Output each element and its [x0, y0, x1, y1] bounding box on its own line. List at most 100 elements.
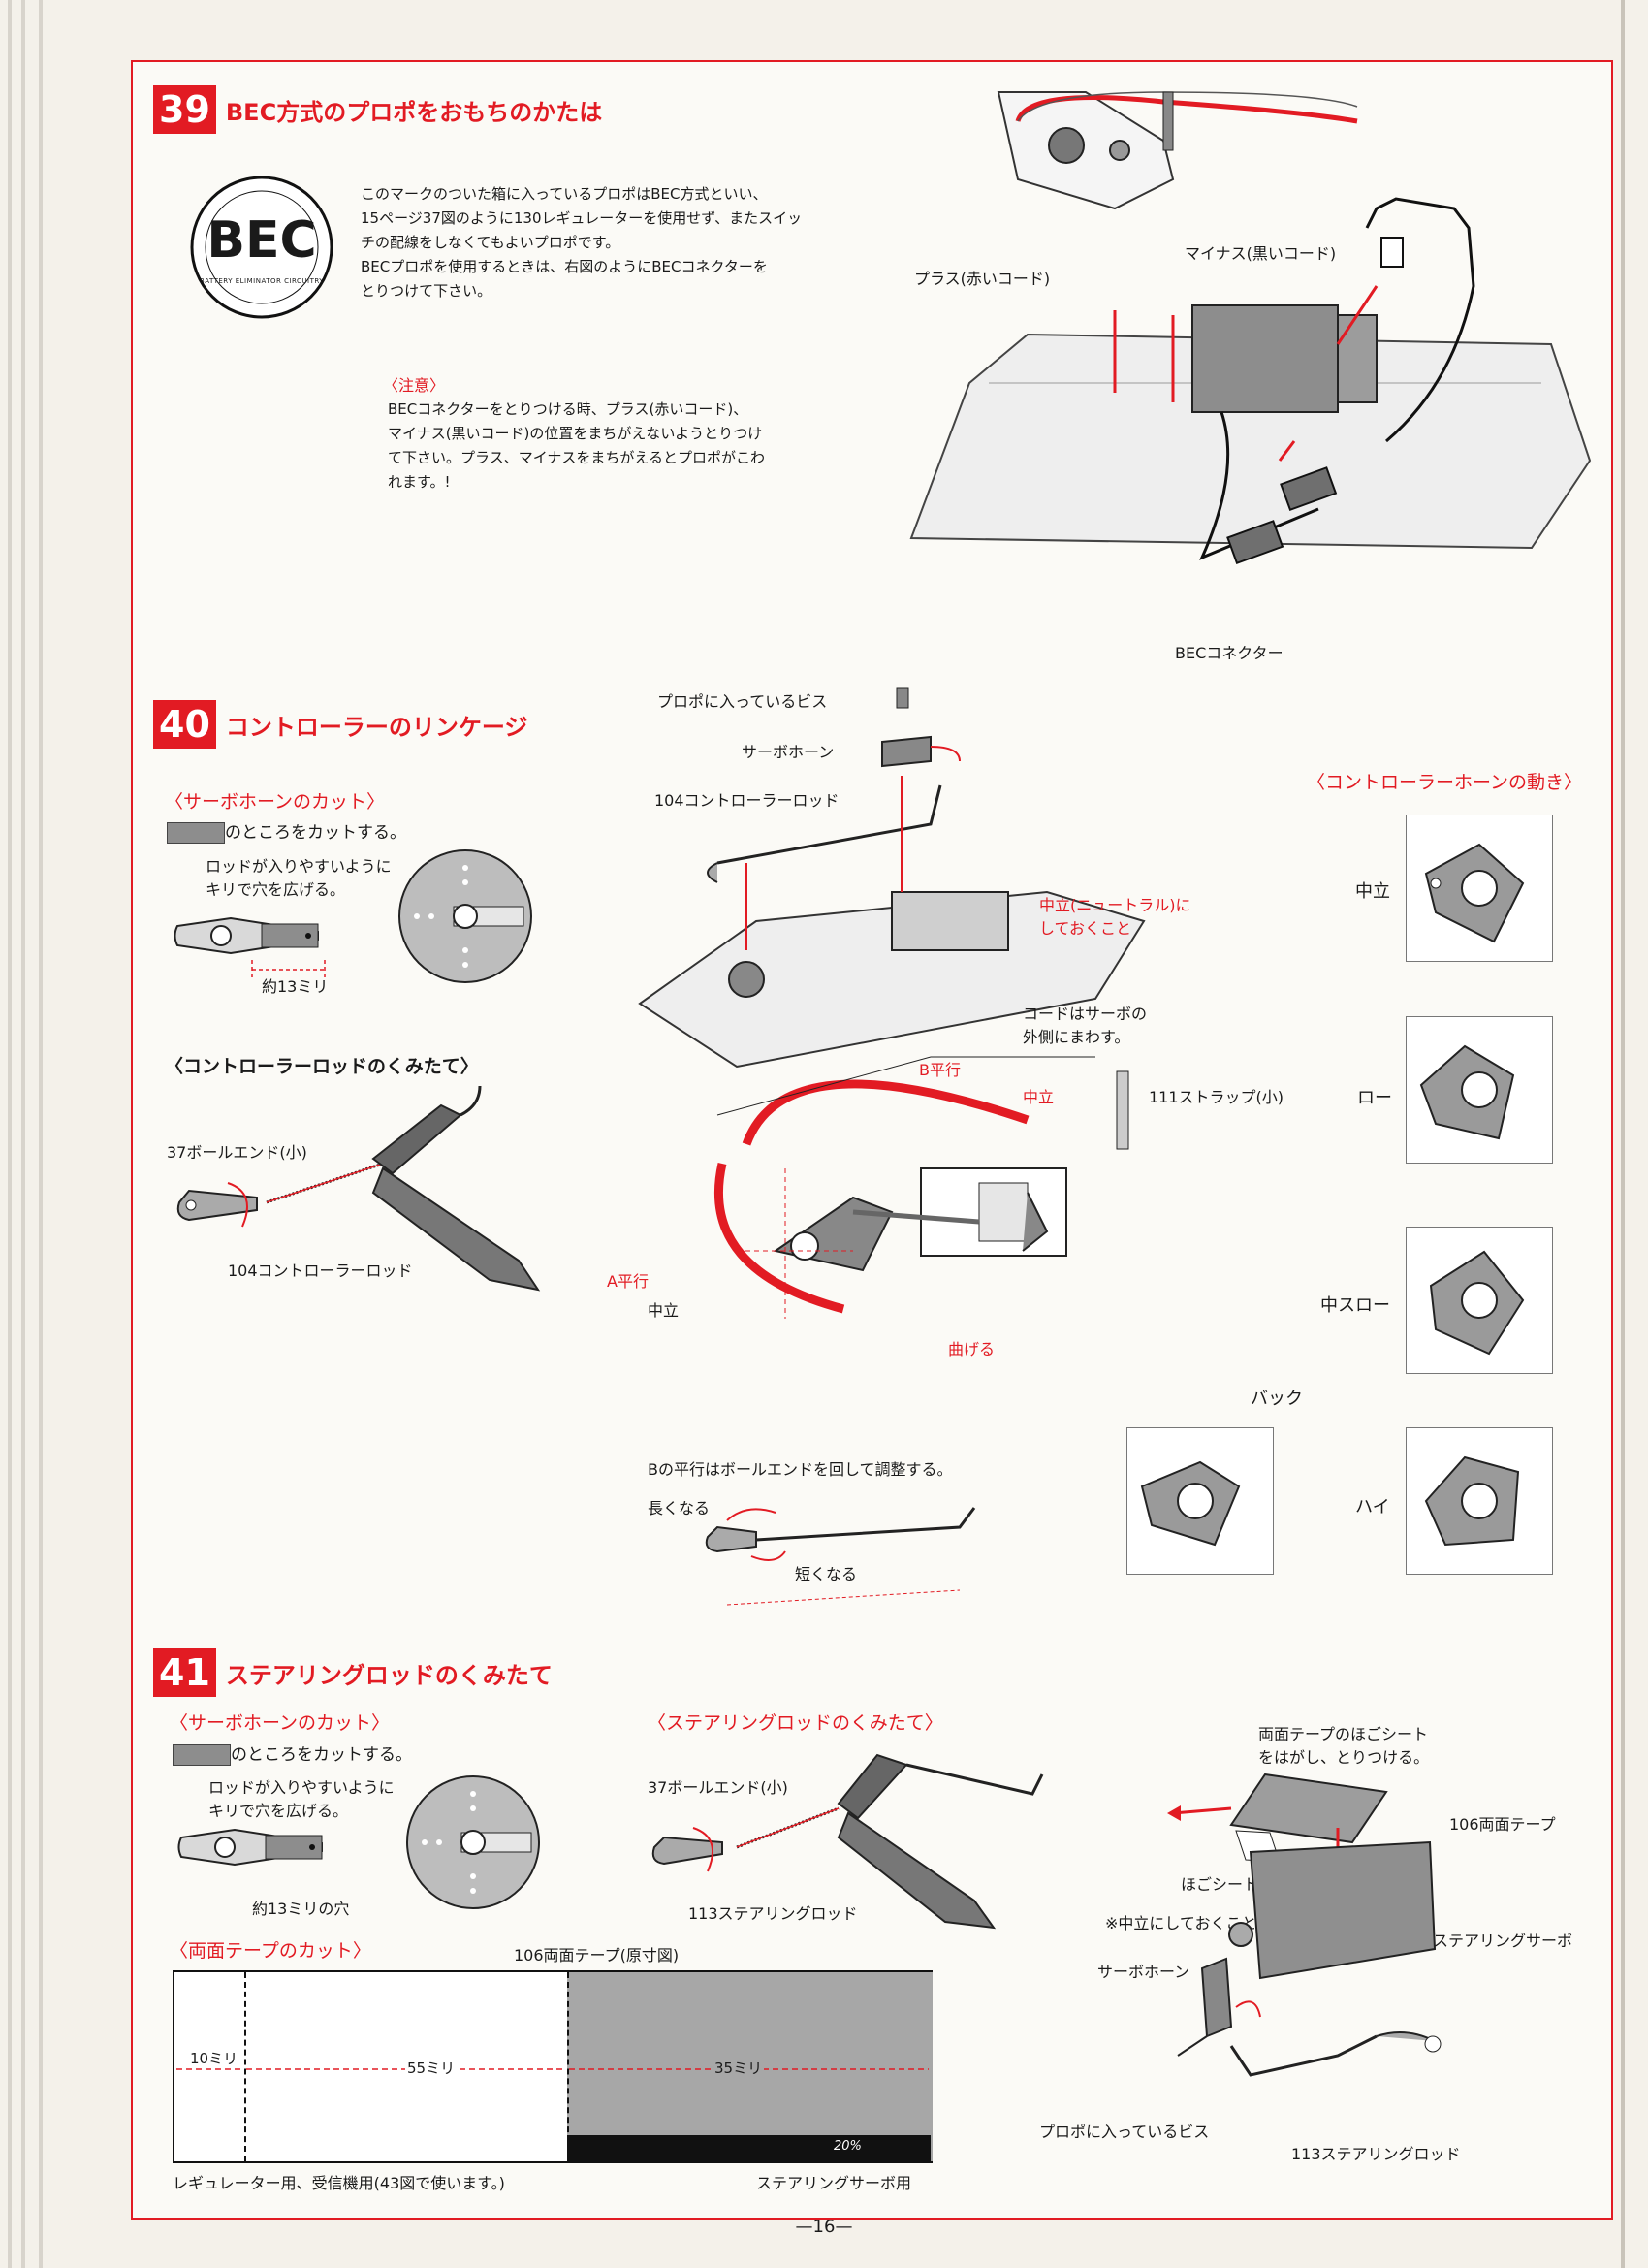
- text-line: ロッドが入りやすいように: [206, 857, 392, 876]
- grey-swatch: [167, 822, 225, 844]
- servo-horn-label-41: サーボホーン: [1097, 1963, 1190, 1981]
- text-line: このマークのついた箱に入っているプロポはBEC方式といい、: [361, 185, 768, 203]
- steering-rod-label-41: 113ステアリングロッド: [1291, 2145, 1461, 2163]
- controller-rod-label: 104コントローラーロッド: [228, 1262, 413, 1280]
- text-line: BECコネクターをとりつける時、プラス(赤いコード)、: [388, 400, 748, 418]
- horn-state-icon: [1424, 843, 1525, 943]
- label-plus-cord: プラス(赤いコード): [914, 270, 1051, 288]
- tape-black-strip: [567, 2135, 931, 2161]
- servo-horn-cut-illustration-41: [177, 1828, 323, 1867]
- text-line: をはがし、とりつける。: [1258, 1748, 1430, 1767]
- text-line: れます。!: [388, 473, 451, 491]
- bec-wiring-illustration: [909, 91, 1592, 565]
- section-40-header: 40 コントローラーのリンケージ: [153, 700, 527, 749]
- backing-sheet-label: ほごシート: [1181, 1875, 1259, 1894]
- horn-cut-text: のところをカットする。: [167, 818, 406, 844]
- tape-dimension-lines: [176, 2068, 929, 2070]
- text-line: キリで穴を広げる。: [208, 1802, 349, 1820]
- steering-rod-assembly-illustration: [651, 1753, 1044, 1930]
- ball-end-label-41: 37ボールエンド(小): [648, 1778, 788, 1797]
- servo-disc-illustration-41: [406, 1775, 540, 1909]
- dimension-line: [251, 960, 326, 979]
- horn-state-high: [1406, 1427, 1553, 1575]
- horn-state-icon: [1424, 1455, 1520, 1547]
- horn-cut-instruction: のところをカットする。: [225, 823, 406, 843]
- a-parallel-label: A平行: [607, 1272, 649, 1291]
- servo-disc-illustration: [398, 849, 532, 983]
- state-label: 中立: [1355, 881, 1390, 902]
- text-line: キリで穴を広げる。: [206, 880, 346, 899]
- servo-horn-label: サーボホーン: [742, 743, 835, 761]
- horn-state-icon: [1419, 1044, 1515, 1140]
- bend-label: 曲げる: [948, 1340, 996, 1358]
- steering-rod-label: 113ステアリングロッド: [688, 1904, 858, 1923]
- text-line: 中立(ニュートラル)に: [1039, 896, 1191, 914]
- horn-cut-text-41: のところをカットする。: [173, 1741, 412, 1766]
- center-label-left: 中立: [648, 1301, 680, 1320]
- state-label: ハイ: [1355, 1497, 1390, 1517]
- longer-label: 長くなる: [648, 1499, 711, 1517]
- screw-label-41: プロポに入っているビス: [1039, 2123, 1210, 2141]
- rod-adjust-illustration: [705, 1507, 976, 1606]
- horn-dimension-41: 約13ミリの穴: [252, 1900, 350, 1918]
- horn-hole-note: ロッドが入りやすいように キリで穴を広げる。: [206, 853, 392, 900]
- bec-badge: BEC BATTERY ELIMINATOR CIRCUITRY: [189, 175, 334, 320]
- horn-state-back: [1126, 1427, 1274, 1575]
- text-line: 外側にまわす。: [1023, 1028, 1130, 1046]
- text-line: ロッドが入りやすいように: [208, 1778, 395, 1797]
- horn-state-icon: [1429, 1250, 1525, 1356]
- horn-cut-title-41: 〈サーボホーンのカット〉: [170, 1712, 391, 1734]
- tape-pct-label: 20%: [834, 2139, 862, 2154]
- strap-label: 111ストラップ(小): [1149, 1088, 1284, 1106]
- ball-end-label: 37ボールエンド(小): [167, 1143, 307, 1162]
- linkage-illustration: [638, 687, 1146, 1319]
- label-bec-connector: BECコネクター: [1175, 644, 1284, 662]
- caution-title: 〈注意〉: [383, 376, 446, 395]
- bec-badge-icon: [190, 176, 333, 319]
- center-label-top: 中立: [1023, 1088, 1055, 1106]
- text-line: チの配線をしなくてもよいプロポです。: [361, 234, 620, 251]
- section-39-header: 39 BEC方式のプロポをおもちのかたは: [153, 85, 602, 134]
- servo-horn-cut-illustration: [174, 916, 319, 955]
- horn-cut-title: 〈サーボホーンのカット〉: [165, 791, 386, 813]
- tape-full-size-label: 106両面テープ(原寸図): [514, 1946, 680, 1965]
- cord-note: コードはサーボの 外側にまわす。: [1023, 1001, 1147, 1047]
- rod-assembly-illustration: [176, 1085, 541, 1292]
- bec-intro: このマークのついた箱に入っているプロポはBEC方式といい、 15ページ37図のよ…: [361, 182, 884, 303]
- dim-35: 35ミリ: [713, 2058, 765, 2078]
- horn-hole-note-41: ロッドが入りやすいように キリで穴を広げる。: [208, 1774, 395, 1821]
- binding-edge: [21, 0, 25, 2268]
- section-title: ステアリングロッドのくみたて: [225, 1661, 553, 1689]
- tape-cut-title: 〈両面テープのカット〉: [170, 1940, 371, 1962]
- dim-10: 10ミリ: [188, 2048, 240, 2068]
- steering-servo-label: ステアリングサーボ: [1433, 1932, 1573, 1950]
- horn-state-neutral: [1406, 815, 1553, 962]
- steering-servo-illustration: [1167, 1773, 1442, 2077]
- section-title: BEC方式のプロポをおもちのかたは: [225, 98, 603, 126]
- tape-use-servo: ステアリングサーボ用: [756, 2174, 912, 2192]
- caution-text: BECコネクターをとりつける時、プラス(赤いコード)、 マイナス(黒いコード)の…: [388, 398, 872, 495]
- state-label: バック: [1251, 1389, 1303, 1409]
- text-line: て下さい。プラス、マイナスをまちがえるとプロポがこわ: [388, 449, 765, 466]
- section-number: 41: [153, 1648, 216, 1697]
- cut-line: [244, 1972, 246, 2161]
- binding-edge: [8, 0, 12, 2268]
- section-number: 39: [153, 85, 216, 134]
- text-line: コードはサーボの: [1023, 1005, 1148, 1023]
- bec-badge-text: BEC: [206, 211, 317, 270]
- b-parallel-label: B平行: [919, 1061, 961, 1079]
- neutral-note: 中立(ニュートラル)に しておくこと: [1039, 892, 1191, 939]
- state-label: 中スロー: [1320, 1295, 1390, 1316]
- tape-cut-diagram: 10ミリ 55ミリ 35ミリ 20%: [173, 1970, 933, 2163]
- horn-motion-title: 〈コントローラーホーンの動き〉: [1307, 772, 1583, 793]
- horn-state-mid-slow: [1406, 1227, 1553, 1374]
- state-label: ロー: [1357, 1088, 1392, 1108]
- text-line: とりつけて下さい。: [361, 282, 492, 300]
- horn-state-icon: [1140, 1460, 1241, 1547]
- text-line: 両面テープのほごシート: [1258, 1725, 1429, 1743]
- tape-note: 両面テープのほごシート をはがし、とりつける。: [1258, 1721, 1429, 1768]
- section-number: 40: [153, 700, 216, 749]
- text-line: マイナス(黒いコード)の位置をまちがえないようとりつけ: [388, 425, 763, 442]
- label-minus-cord: マイナス(黒いコード): [1185, 244, 1337, 263]
- screw-label: プロポに入っているビス: [657, 692, 828, 711]
